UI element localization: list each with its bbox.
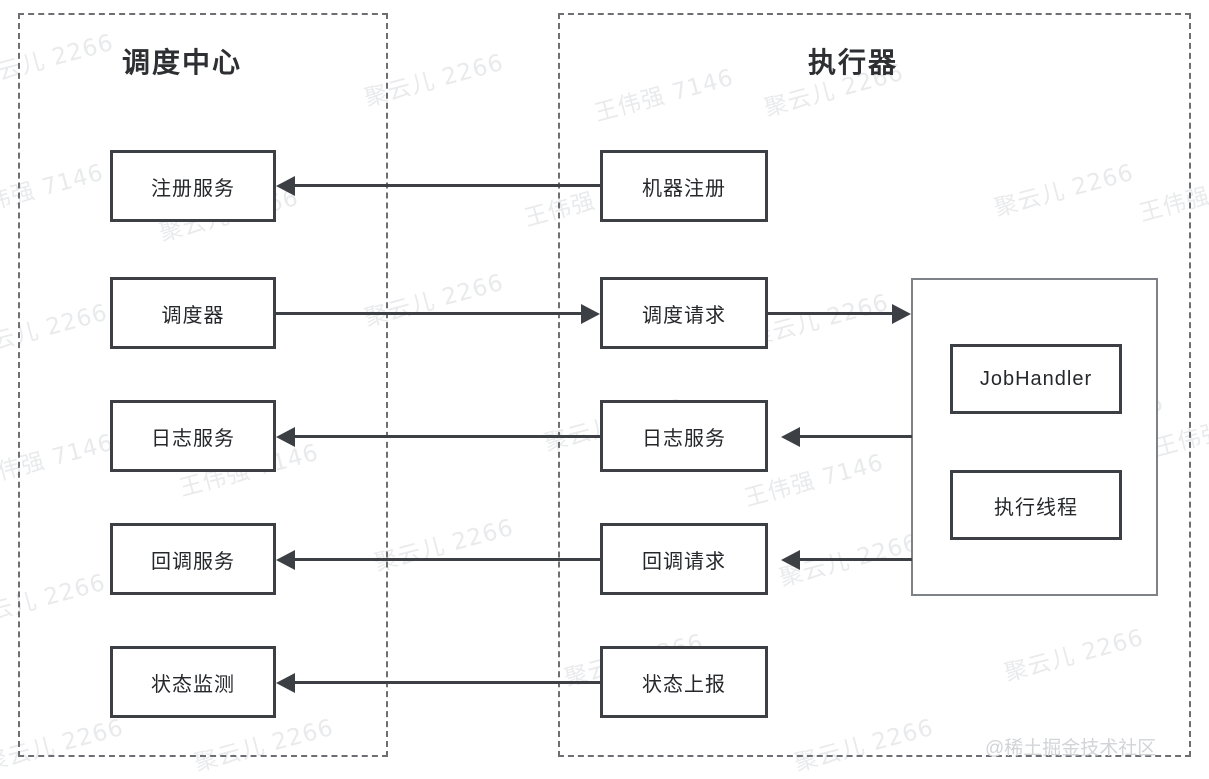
box-label: 状态上报 <box>642 673 726 696</box>
box-label: 回调服务 <box>151 550 235 573</box>
box-dispatch-request[interactable]: 调度请求 <box>600 277 768 349</box>
connector-status-line <box>295 681 600 684</box>
box-exec-thread[interactable]: 执行线程 <box>950 470 1122 540</box>
arrowhead-log <box>276 427 295 447</box>
arrowhead-executor-to-log <box>781 427 800 447</box>
arrowhead-status <box>276 673 295 693</box>
box-label: 执行线程 <box>994 496 1078 519</box>
connector-callback-line <box>295 558 600 561</box>
box-machine-register[interactable]: 机器注册 <box>600 150 768 222</box>
zone-title-scheduler-center: 调度中心 <box>122 47 243 78</box>
box-log-service-executor[interactable]: 日志服务 <box>600 400 768 472</box>
box-log-service-center[interactable]: 日志服务 <box>110 400 276 472</box>
box-label: 日志服务 <box>642 427 726 450</box>
box-register-service[interactable]: 注册服务 <box>110 150 276 222</box>
arrowhead-register <box>276 176 295 196</box>
box-status-report[interactable]: 状态上报 <box>600 646 768 718</box>
connector-executor-to-callback-line <box>800 558 912 561</box>
arrowhead-dispatch-to-executor <box>892 304 911 324</box>
executor-runtime-container: JobHandler 执行线程 <box>911 278 1158 596</box>
arrowhead-executor-to-callback <box>781 550 800 570</box>
box-status-monitor[interactable]: 状态监测 <box>110 646 276 718</box>
connector-log-line <box>295 435 600 438</box>
box-label: 机器注册 <box>642 177 726 200</box>
credit-watermark: @稀土掘金技术社区 <box>985 738 1157 759</box>
box-label: 状态监测 <box>151 673 235 696</box>
connector-executor-to-log-line <box>800 435 912 438</box>
box-callback-request[interactable]: 回调请求 <box>600 523 768 595</box>
arrowhead-dispatch <box>581 304 600 324</box>
box-label: 调度请求 <box>642 304 726 327</box>
box-label: 注册服务 <box>151 177 235 200</box>
box-label: 调度器 <box>161 304 225 327</box>
box-label: 日志服务 <box>151 427 235 450</box>
connector-register-line <box>295 184 600 187</box>
zone-scheduler-center <box>18 13 388 757</box>
zone-title-executor: 执行器 <box>808 47 899 78</box>
box-jobhandler[interactable]: JobHandler <box>950 344 1122 414</box>
arrowhead-callback <box>276 550 295 570</box>
zone-executor <box>558 13 1191 757</box>
box-callback-service[interactable]: 回调服务 <box>110 523 276 595</box>
connector-dispatch-line <box>276 312 581 315</box>
watermark-text: 聚云儿 2266 <box>371 514 517 577</box>
box-scheduler[interactable]: 调度器 <box>110 277 276 349</box>
box-label: JobHandler <box>979 367 1093 390</box>
connector-dispatch-to-executor-line <box>768 312 892 315</box>
box-label: 回调请求 <box>642 550 726 573</box>
